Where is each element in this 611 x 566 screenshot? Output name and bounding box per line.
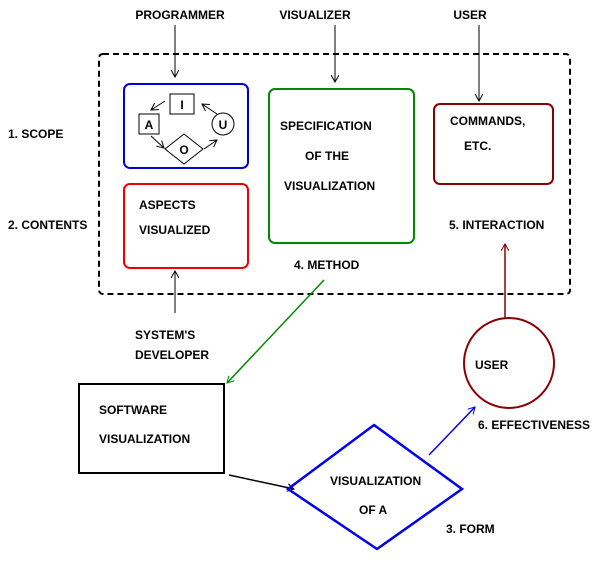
node-i — [169, 93, 195, 115]
scope-mini-diagram: I A O U — [138, 93, 235, 165]
programmer-label: PROGRAMMER — [135, 8, 225, 22]
method-arrow — [227, 279, 325, 383]
software-to-form-arrow — [228, 474, 294, 489]
node-a — [138, 113, 160, 135]
method-box — [268, 88, 415, 244]
effectiveness-label: 6. EFFECTIVENESS — [478, 418, 590, 432]
contents-line1: ASPECTS — [139, 198, 196, 212]
interaction-label: 5. INTERACTION — [449, 218, 544, 232]
visualizer-label: VISUALIZER — [279, 8, 351, 22]
interaction-line2: ETC. — [464, 139, 491, 153]
arrow-o-to-u — [203, 140, 217, 150]
form-line2: OF A — [359, 503, 388, 517]
developer-label-line2: DEVELOPER — [135, 348, 209, 362]
node-o — [164, 133, 204, 165]
node-o-label: O — [179, 143, 188, 157]
software-vis-line1: SOFTWARE — [99, 403, 167, 417]
scope-box — [123, 83, 249, 169]
form-label: 3. FORM — [446, 522, 495, 536]
method-line2: OF THE — [305, 149, 349, 163]
node-u — [211, 112, 235, 136]
form-diamond — [285, 423, 465, 551]
system-boundary — [98, 53, 571, 295]
form-line1: VISUALIZATION — [330, 474, 421, 488]
arrow-u-to-i — [202, 104, 218, 115]
interaction-line1: COMMANDS, — [450, 114, 525, 128]
effectiveness-arrow — [428, 407, 475, 456]
user-circle — [463, 317, 555, 409]
interaction-box — [433, 103, 554, 185]
node-a-label: A — [145, 118, 154, 132]
method-line1: SPECIFICATION — [280, 119, 372, 133]
software-vis-line2: VISUALIZATION — [99, 432, 190, 446]
method-label: 4. METHOD — [294, 258, 360, 272]
scope-label: 1. SCOPE — [8, 127, 63, 141]
contents-line2: VISUALIZED — [139, 223, 211, 237]
arrow-a-to-o — [150, 135, 164, 148]
user-top-label: USER — [453, 8, 487, 22]
contents-box — [123, 183, 249, 269]
developer-label-line1: SYSTEM'S — [135, 328, 195, 342]
method-line3: VISUALIZATION — [284, 179, 375, 193]
node-i-label: I — [180, 98, 183, 112]
contents-label: 2. CONTENTS — [8, 218, 87, 232]
node-u-label: U — [219, 118, 228, 132]
software-visualization-box — [78, 383, 225, 474]
user-circle-label: USER — [475, 358, 509, 372]
arrow-i-to-a — [151, 100, 166, 110]
